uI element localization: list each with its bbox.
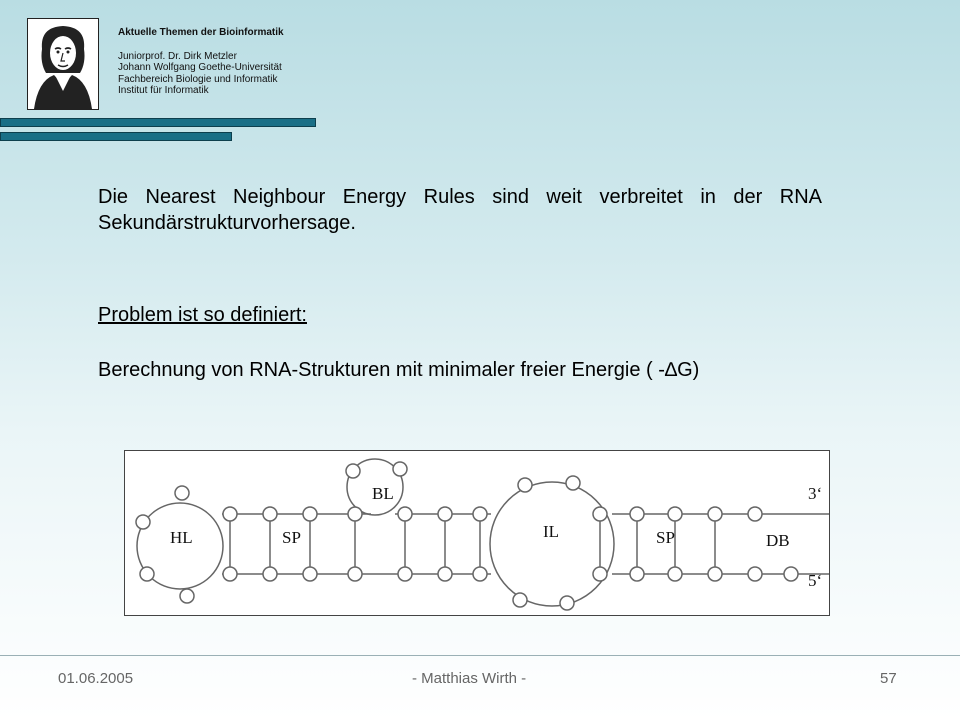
- label-3-prime-end: 3‘: [808, 484, 822, 503]
- header-line: Johann Wolfgang Goethe-Universität: [118, 62, 282, 73]
- decorative-bar: [0, 118, 316, 127]
- lecture-title: Aktuelle Themen der Bioinformatik: [118, 27, 284, 38]
- label-stacking-pair: SP: [282, 528, 301, 547]
- label-hairpin-loop: HL: [170, 528, 193, 547]
- decorative-bar: [0, 132, 232, 141]
- footer-divider: [0, 655, 960, 656]
- definition-text: Berechnung von RNA-Strukturen mit minima…: [98, 359, 700, 381]
- page-number: 57: [880, 670, 897, 687]
- label-5-prime-end: 5‘: [808, 571, 822, 590]
- goethe-portrait-logo: [27, 18, 99, 110]
- header-line: Juniorprof. Dr. Dirk Metzler: [118, 50, 237, 62]
- label-dangling-base: DB: [766, 531, 790, 550]
- header-line: Fachbereich Biologie und Informatik: [118, 73, 278, 85]
- footer-author: - Matthias Wirth -: [412, 670, 527, 687]
- header-block: Aktuelle Themen der Bioinformatik Junior…: [118, 27, 284, 97]
- intro-paragraph: Die Nearest Neighbour Energy Rules sind …: [98, 186, 822, 234]
- header-line: Institut für Informatik: [118, 85, 209, 96]
- rna-structure-diagram: HL SP BL IL SP DB 3‘ 5‘: [124, 450, 830, 616]
- footer-date: 01.06.2005: [58, 670, 134, 687]
- label-stacking-pair: SP: [656, 528, 675, 547]
- label-bulge-loop: BL: [372, 484, 394, 503]
- label-interior-loop: IL: [543, 522, 559, 541]
- problem-heading: Problem ist so definiert:: [98, 304, 307, 326]
